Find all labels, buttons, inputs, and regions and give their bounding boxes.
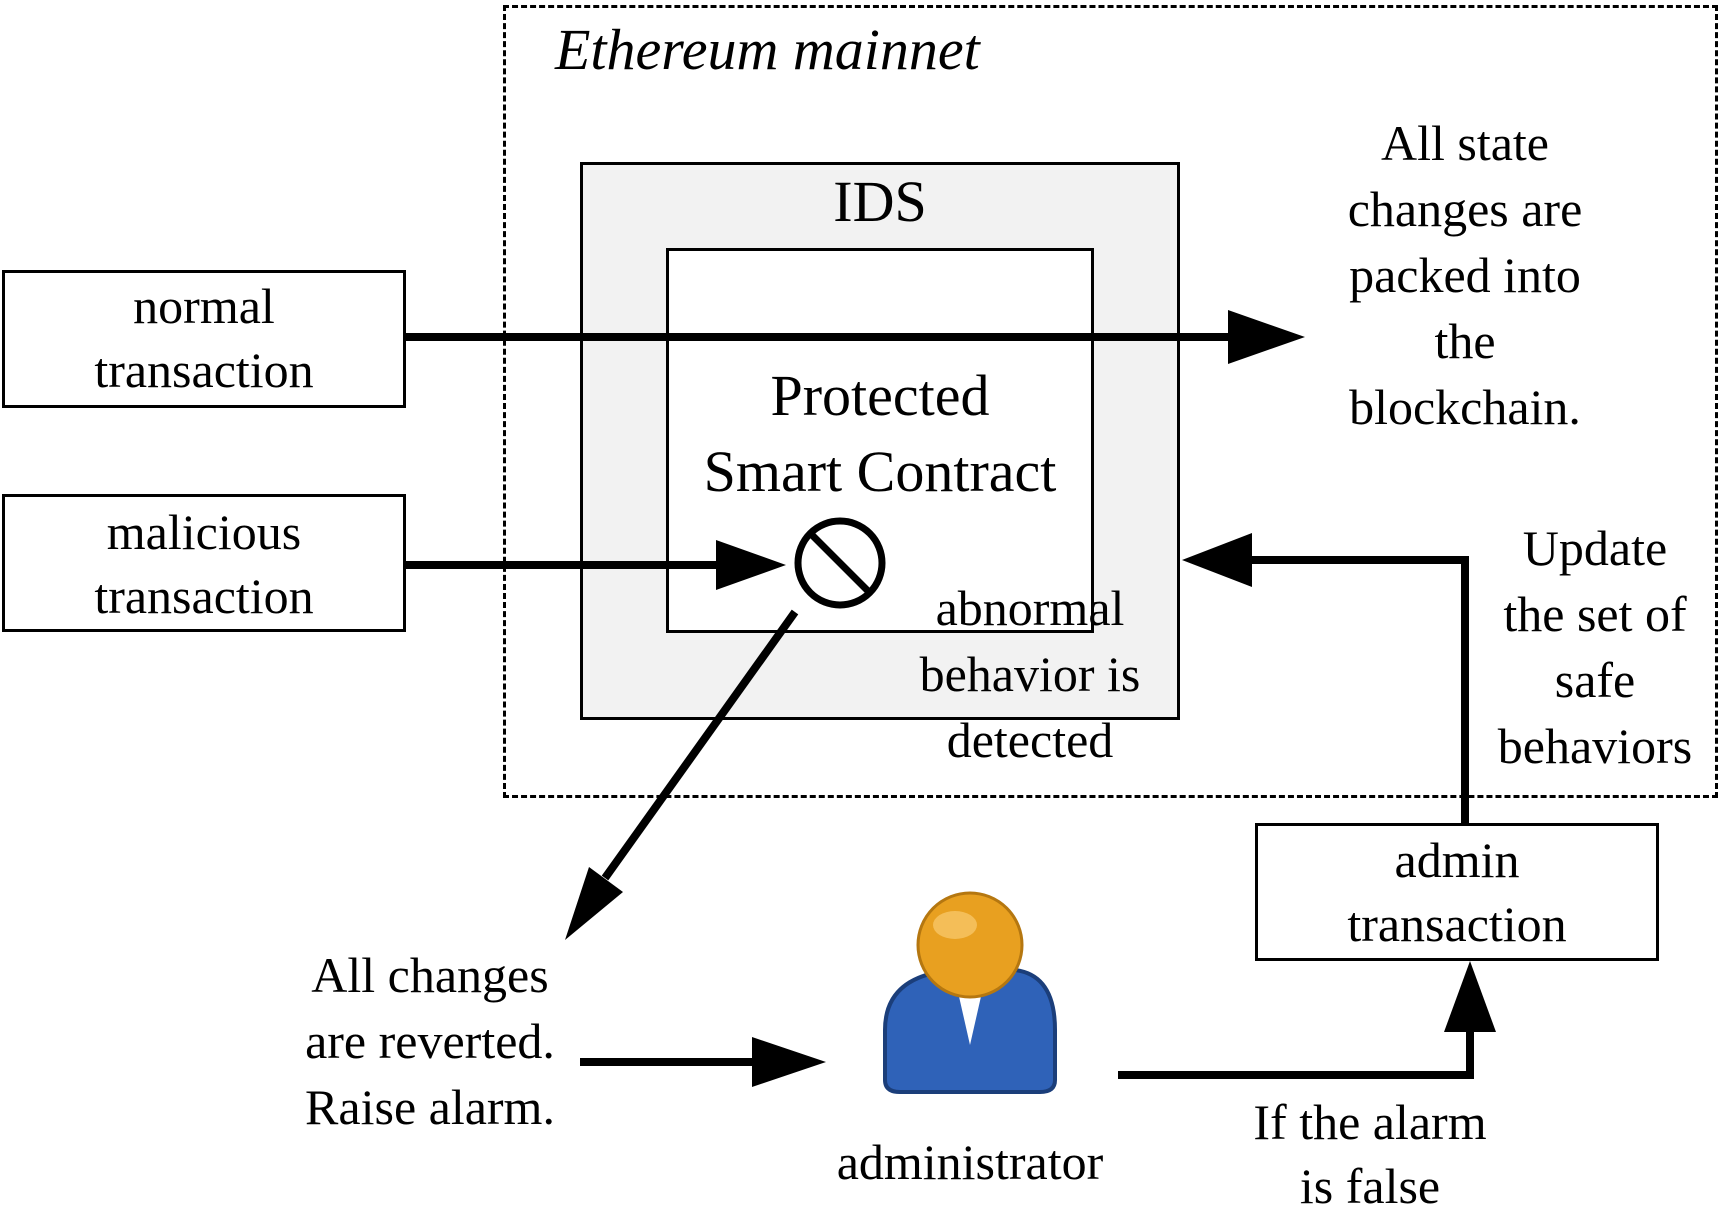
false-alarm-flow-arrow — [1118, 961, 1496, 1079]
normal-flow-arrow — [406, 310, 1305, 364]
administrator-label: administrator — [836, 1134, 1104, 1190]
false-alarm-note: If the alarm is false — [1253, 1094, 1487, 1214]
malicious-flow-arrow — [406, 540, 786, 590]
ids-title: IDS — [833, 169, 927, 234]
normal-transaction-label: normal transaction — [94, 278, 314, 398]
admin-transaction-label: admin transaction — [1347, 832, 1567, 952]
contract-title: Protected Smart Contract — [703, 363, 1057, 504]
reverted-note: All changes are reverted. Raise alarm. — [305, 947, 555, 1135]
normal-transaction-box — [2, 270, 406, 408]
network-title: Ethereum mainnet — [555, 17, 980, 82]
packed-note: All state changes are packed into the bl… — [1347, 115, 1583, 435]
update-note: Update the set of safe behaviors — [1497, 520, 1693, 774]
administrator-user-icon — [883, 891, 1057, 1094]
blocked-icon — [794, 517, 886, 609]
malicious-transaction-box — [2, 494, 406, 632]
abnormal-note: abnormal behavior is detected — [919, 580, 1141, 768]
update-flow-arrow — [1182, 533, 1469, 823]
revert-flow-arrow — [565, 609, 799, 940]
malicious-transaction-label: malicious transaction — [94, 504, 314, 624]
admin-transaction-box — [1255, 823, 1659, 961]
alarm-flow-arrow — [580, 1037, 826, 1087]
ethereum-mainnet-boundary — [503, 5, 1718, 798]
